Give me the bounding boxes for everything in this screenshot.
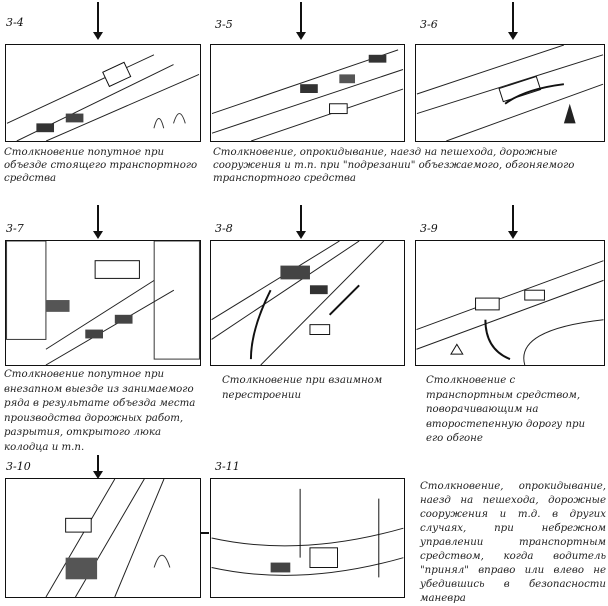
illustration-3-4 bbox=[5, 44, 201, 142]
caption-3-4: Столкновение попутное при объезде стояще… bbox=[4, 147, 198, 184]
illustration-3-9 bbox=[415, 240, 605, 366]
illustration-3-8 bbox=[210, 240, 405, 366]
panel-label: 3-4 bbox=[6, 16, 24, 29]
direction-arrow bbox=[93, 205, 103, 239]
caption-3-7: Столкновение попутное при внезапном выез… bbox=[4, 369, 196, 453]
panel-label: 3-10 bbox=[6, 460, 31, 473]
direction-arrow bbox=[296, 205, 306, 239]
direction-arrow bbox=[93, 2, 103, 40]
panel-label: 3-5 bbox=[215, 18, 233, 31]
caption-3-8: Столкновение при взаимном перестроении bbox=[222, 375, 383, 401]
direction-arrow bbox=[508, 205, 518, 239]
caption-3-9: Столкновение с транспортным средством, п… bbox=[426, 375, 586, 444]
panel-label: 3-9 bbox=[420, 222, 438, 235]
panel-label: 3-6 bbox=[420, 18, 438, 31]
panel-label: 3-8 bbox=[215, 222, 233, 235]
caption-3-5: Столкновение, опрокидывание, наезд на пе… bbox=[213, 147, 575, 184]
illustration-3-11 bbox=[210, 478, 405, 598]
illustration-3-7 bbox=[5, 240, 201, 366]
panel-label: 3-11 bbox=[215, 460, 240, 473]
illustration-3-5 bbox=[210, 44, 405, 142]
direction-arrow bbox=[296, 2, 306, 40]
illustration-3-10 bbox=[5, 478, 201, 598]
direction-arrow bbox=[508, 2, 518, 40]
direction-arrow bbox=[201, 532, 209, 534]
direction-arrow bbox=[93, 455, 103, 479]
illustration-3-6 bbox=[415, 44, 605, 142]
side-note: Столкновение, опрокидывание, наезд на пе… bbox=[420, 481, 606, 604]
panel-label: 3-7 bbox=[6, 222, 24, 235]
